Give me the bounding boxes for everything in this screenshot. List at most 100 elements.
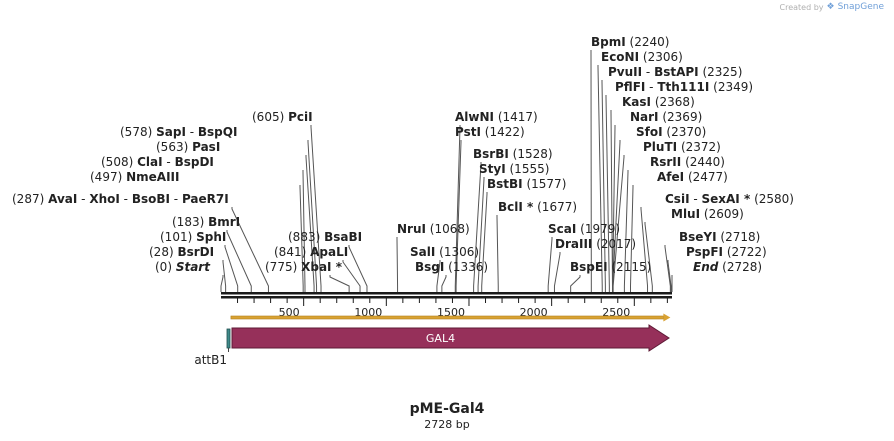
site-position: (1555) [510,162,550,176]
feature-gal4-arrow[interactable] [231,324,670,352]
site-label-sfoi[interactable]: SfoI (2370) [636,125,706,139]
site-label-scai[interactable]: ScaI (1979) [548,222,620,236]
leader-pasi [305,155,315,292]
leader-pspfi [667,260,672,292]
site-label-csii-sexai[interactable]: CsiI - SexAI * (2580) [665,192,794,206]
site-position: (2580) [754,192,794,206]
site-label-pvuii-bstapi[interactable]: PvuII - BstAPI (2325) [608,65,742,79]
site-position: (2370) [666,125,706,139]
enzyme-name: BstAPI [654,65,699,79]
name-separator: - [690,192,702,206]
leader-bcli [496,215,499,292]
enzyme-name: AlwNI [455,110,494,124]
site-label-clai-bspdi[interactable]: (508) ClaI - BspDI [101,155,214,169]
site-label-psti[interactable]: PstI (1422) [455,125,525,139]
site-label-afei[interactable]: AfeI (2477) [657,170,728,184]
enzyme-name: BsoBI [132,192,170,206]
enzyme-name: PciI [288,110,313,124]
site-position: (841) [274,245,306,259]
site-position: (1417) [498,110,538,124]
site-label-bcli[interactable]: BclI * (1677) [498,200,577,214]
site-label-xbai[interactable]: (775) XbaI * [265,260,343,274]
site-position: (2306) [643,50,683,64]
site-position: (1677) [537,200,577,214]
site-position: (497) [90,170,122,184]
name-separator: - [77,192,89,206]
site-position: (2728) [722,260,762,274]
enzyme-name: AfeI [657,170,684,184]
leader-avai-xhoi-bsobi-paer7i [231,207,269,292]
enzyme-name: BseYI [679,230,717,244]
site-label-bpmi[interactable]: BpmI (2240) [591,35,669,49]
enzyme-name: BspQI [198,125,238,139]
site-label-bseyi[interactable]: BseYI (2718) [679,230,760,244]
site-label-alwni[interactable]: AlwNI (1417) [455,110,538,124]
site-label-sali[interactable]: SalI (1306) [410,245,479,259]
credit-brand: SnapGene [837,2,884,12]
leader-xbai [329,275,350,292]
site-label-bsrbi[interactable]: BsrBI (1528) [473,147,553,161]
enzyme-name: BspDI [175,155,214,169]
site-label-bsrdi[interactable]: (28) BsrDI [149,245,214,259]
site-label-nrui[interactable]: NruI (1068) [397,222,470,236]
site-label-econi[interactable]: EcoNI (2306) [601,50,683,64]
site-label-nmeaiii[interactable]: (497) NmeAIII [90,170,179,184]
enzyme-name: SfoI [636,125,663,139]
enzyme-name: SapI [156,125,186,139]
site-label-styi[interactable]: StyI (1555) [479,162,549,176]
feature-gal4-label: GAL4 [426,332,455,345]
site-label-sapi-bspqi[interactable]: (578) SapI - BspQI [120,125,237,139]
site-label-pcii[interactable]: (605) PciI [252,110,313,124]
site-label-bstbi[interactable]: BstBI (1577) [487,177,566,191]
enzyme-name: NmeAIII [126,170,179,184]
leader-pvuii-bstapi [601,80,606,292]
site-label-bsabi[interactable]: (883) BsaBI [288,230,362,244]
site-label-rsrii[interactable]: RsrII (2440) [650,155,725,169]
site-label-sphi[interactable]: (101) SphI [160,230,226,244]
name-separator: - [120,192,132,206]
enzyme-name: BclI * [498,200,534,214]
site-position: (1979) [580,222,620,236]
site-position: (578) [120,125,152,139]
leader-apali [342,260,361,292]
leader-styi [477,177,485,292]
site-labels: (0) Start(28) BsrDI(101) SphI(183) BmrI (… [12,35,794,274]
site-label-bspei[interactable]: BspEI (2115) [570,260,651,274]
site-label-nari[interactable]: NarI (2369) [630,110,702,124]
leader-sali [436,260,441,292]
site-position: (28) [149,245,174,259]
site-label-apali[interactable]: (841) ApaLI [274,245,348,259]
enzyme-name: ApaLI [310,245,348,259]
site-label-mlui[interactable]: MluI (2609) [671,207,744,221]
enzyme-name: PvuII [608,65,642,79]
site-label-start[interactable]: (0) Start [155,260,211,274]
enzyme-name: CsiI [665,192,690,206]
site-label-bsgi[interactable]: BsgI (1336) [415,260,488,274]
leader-pluti [612,155,625,292]
site-label-avai-xhoi-bsobi-paer7i[interactable]: (287) AvaI - XhoI - BsoBI - PaeR7I [12,192,229,206]
name-separator: - [170,192,182,206]
site-position: (1306) [439,245,479,259]
leader-sphi [224,245,239,292]
leader-pflfi-tth111i [605,95,610,292]
feature-attb1-label: attB1 [194,353,227,367]
site-label-pspfi[interactable]: PspFI (2722) [686,245,767,259]
enzyme-name: NruI [397,222,426,236]
site-label-kasi[interactable]: KasI (2368) [622,95,695,109]
site-position: (287) [12,192,44,206]
feature-attb1-box[interactable] [226,328,231,349]
site-label-pluti[interactable]: PluTI (2372) [643,140,721,154]
leader-start [220,275,224,292]
snapgene-logo-icon: ❖ [826,2,835,12]
site-label-end[interactable]: End (2728) [693,260,762,274]
site-label-draiii[interactable]: DraIII (2017) [555,237,636,251]
enzyme-name: BstBI [487,177,523,191]
enzyme-name: DraIII [555,237,592,251]
leader-bsgi [441,275,447,292]
snapgene-credit: Created by ❖ SnapGene [780,2,885,12]
enzyme-name: End [693,260,719,274]
site-label-bmri[interactable]: (183) BmrI [172,215,240,229]
site-label-pflfi-tth111i[interactable]: PflFI - Tth111I (2349) [615,80,753,94]
site-label-pasi[interactable]: (563) PasI [156,140,220,154]
site-position: (1068) [430,222,470,236]
